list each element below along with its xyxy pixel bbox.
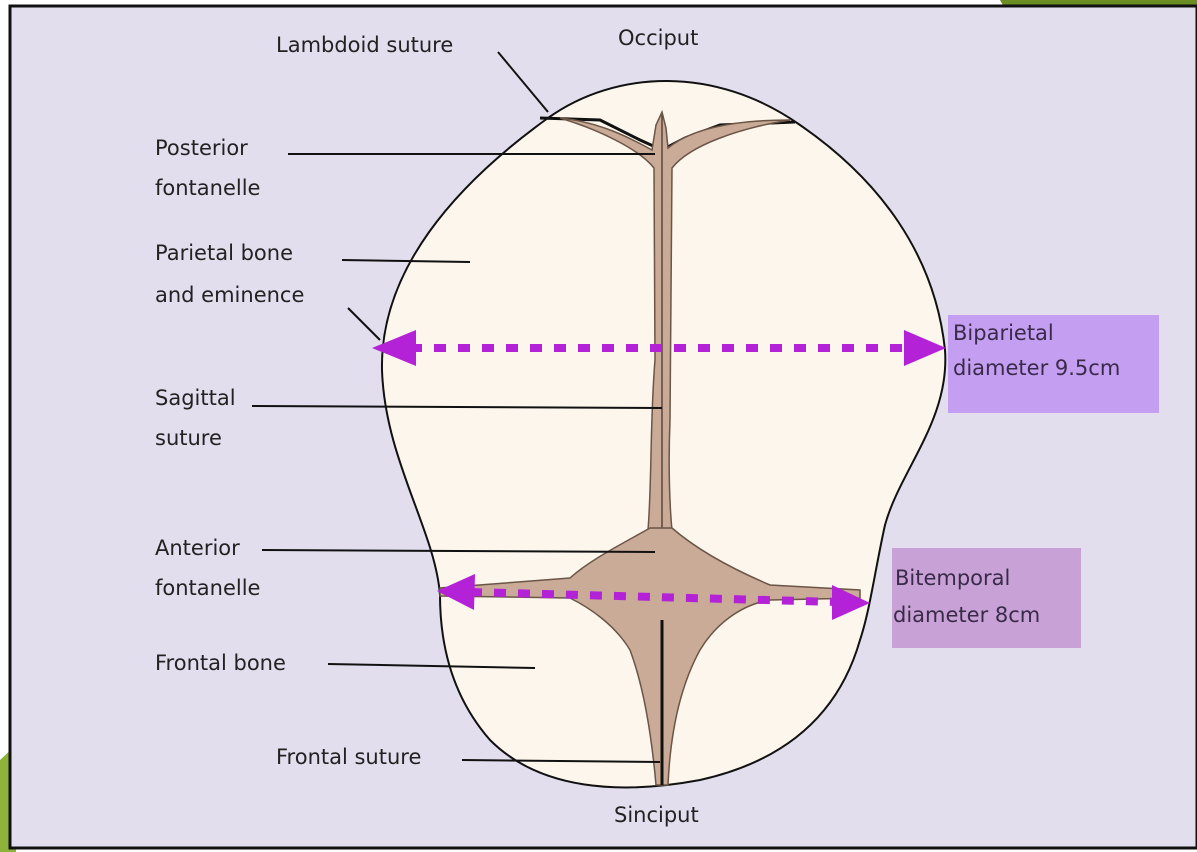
label-frontal-suture: Frontal suture bbox=[276, 745, 421, 769]
label-anterior-fontanelle-2: fontanelle bbox=[155, 576, 260, 600]
label-bitemporal-2: diameter 8cm bbox=[893, 603, 1040, 627]
label-anterior-fontanelle-1: Anterior bbox=[155, 536, 240, 560]
label-lambdoid-suture: Lambdoid suture bbox=[276, 33, 453, 57]
label-biparietal-1: Biparietal bbox=[953, 321, 1054, 345]
label-posterior-fontanelle-1: Posterior bbox=[155, 136, 248, 160]
label-occiput: Occiput bbox=[618, 26, 698, 50]
label-parietal-bone-2: and eminence bbox=[155, 283, 304, 307]
label-sinciput: Sinciput bbox=[614, 803, 699, 827]
label-biparietal-2: diameter 9.5cm bbox=[953, 356, 1120, 380]
label-sagittal-suture-2: suture bbox=[155, 426, 222, 450]
label-parietal-bone-1: Parietal bone bbox=[155, 241, 293, 265]
bitemporal-box bbox=[892, 548, 1081, 648]
label-posterior-fontanelle-2: fontanelle bbox=[155, 176, 260, 200]
label-bitemporal-1: Bitemporal bbox=[895, 566, 1010, 590]
label-frontal-bone: Frontal bone bbox=[155, 651, 286, 675]
label-sagittal-suture-1: Sagittal bbox=[155, 386, 236, 410]
